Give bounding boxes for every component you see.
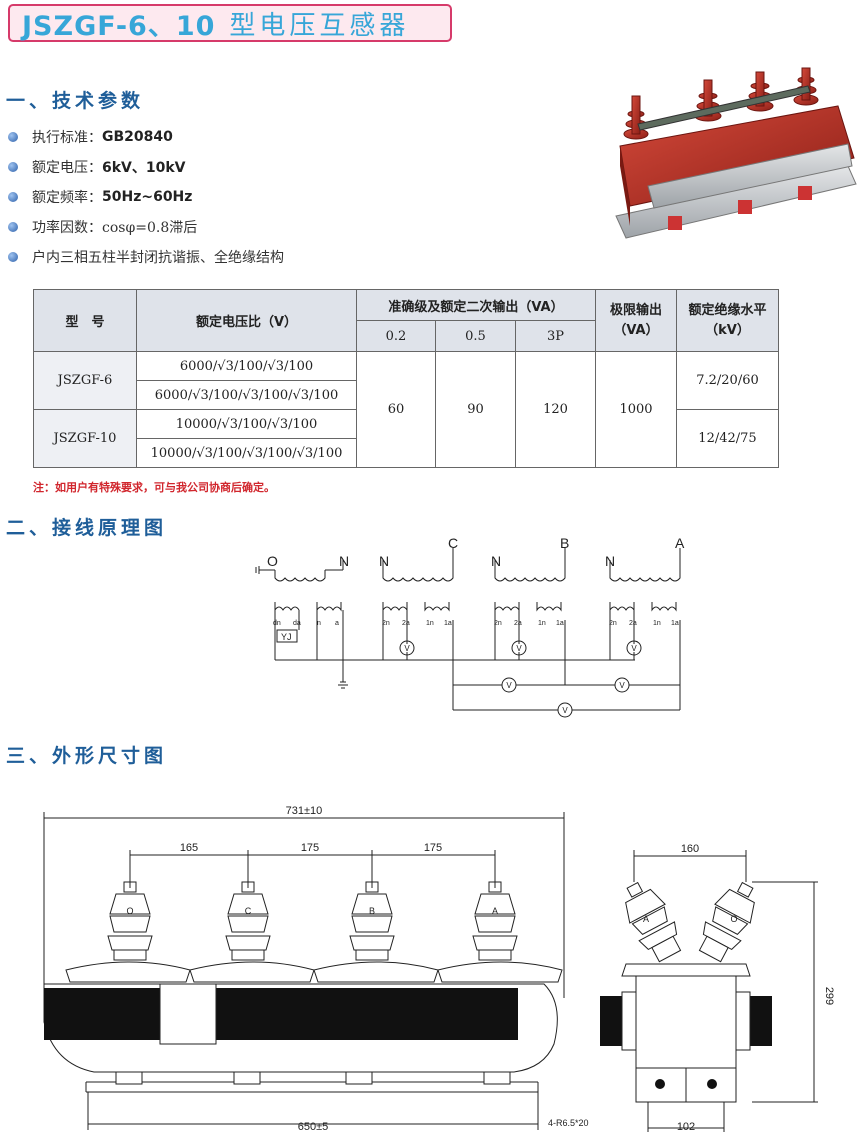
voltmeter-label: V xyxy=(631,644,637,653)
header-model: 型 号 xyxy=(33,289,137,352)
title-model: JSZGF-6、10 xyxy=(22,10,216,42)
param-item: 额定电压：6kV、10kV xyxy=(8,152,284,182)
dim-overall: 731±10 xyxy=(286,805,323,817)
dim-side-top: 160 xyxy=(681,843,699,855)
dim-side-base: 102 xyxy=(677,1121,695,1133)
voltmeter-label: V xyxy=(506,681,512,690)
insulation-cell: 7.2/20/60 xyxy=(676,351,779,410)
dim-holes: 4-R6.5*20 xyxy=(548,1118,589,1128)
secondary-label: 2n xyxy=(382,620,390,627)
secondary-label: 1a xyxy=(444,620,452,627)
ratio-cell: 10000/√3/100/√3/100 xyxy=(136,409,357,439)
spec-table: 型 号 额定电压比（V） 准确级及额定二次输出（VA） 极限输出（VA） 额定绝… xyxy=(33,289,779,468)
secondary-label: dn xyxy=(273,620,281,627)
section-outline: 三、外形尺寸图 xyxy=(6,745,168,767)
output-cell: 60 xyxy=(356,351,436,468)
terminal-label: O xyxy=(267,553,278,569)
phase-label: C xyxy=(245,906,252,916)
title-name: 型电压互感器 xyxy=(229,10,410,41)
output-cell: 120 xyxy=(515,351,596,468)
title-banner: JSZGF-6、10 型电压互感器 xyxy=(8,4,452,42)
side-view-drawing: 160 102 299 A O xyxy=(600,843,835,1133)
dim-spacing: 165 xyxy=(180,842,198,854)
secondary-label: 1n xyxy=(538,620,546,627)
header-ratio: 额定电压比（V） xyxy=(136,289,357,352)
dim-side-height: 299 xyxy=(823,987,835,1005)
header-class: 3P xyxy=(515,320,596,352)
ratio-cell: 6000/√3/100/√3/100 xyxy=(136,351,357,381)
table-note: 注：如用户有特殊要求，可与我公司协商后确定。 xyxy=(33,481,275,494)
dim-spacing: 175 xyxy=(301,842,319,854)
secondary-label: 1n xyxy=(653,620,661,627)
phase-label: A xyxy=(643,914,649,924)
bullet-icon xyxy=(8,192,18,202)
section-tech-params: 一、技术参数 xyxy=(6,90,145,112)
param-item: 额定频率：50Hz~60Hz xyxy=(8,182,284,212)
terminal-label: A xyxy=(675,535,685,551)
secondary-label: 2a xyxy=(514,620,522,627)
header-accuracy: 准确级及额定二次输出（VA） xyxy=(356,289,596,321)
param-item: 执行标准：GB20840 xyxy=(8,122,284,152)
bullet-icon xyxy=(8,222,18,232)
model-cell: JSZGF-10 xyxy=(33,409,137,468)
relay-label: YJ xyxy=(281,632,292,642)
secondary-label: 2n xyxy=(609,620,617,627)
voltmeter-label: V xyxy=(619,681,625,690)
section-wiring: 二、接线原理图 xyxy=(6,517,168,539)
dim-base: 650±5 xyxy=(298,1121,329,1133)
terminal-label: N xyxy=(379,553,389,569)
secondary-label: 2a xyxy=(402,620,410,627)
terminal-label: C xyxy=(448,535,458,551)
voltmeter-label: V xyxy=(404,644,410,653)
secondary-label: 1a xyxy=(671,620,679,627)
bullet-icon xyxy=(8,252,18,262)
terminal-label: N xyxy=(605,553,615,569)
terminal-label: N xyxy=(491,553,501,569)
header-insulation: 额定绝缘水平（kV） xyxy=(676,289,779,352)
bullet-icon xyxy=(8,132,18,142)
dim-spacing: 175 xyxy=(424,842,442,854)
secondary-label: 2n xyxy=(494,620,502,627)
voltmeter-label: V xyxy=(562,706,568,715)
params-list: 执行标准：GB20840 额定电压：6kV、10kV 额定频率：50Hz~60H… xyxy=(8,122,284,272)
ratio-cell: 6000/√3/100/√3/100/√3/100 xyxy=(136,380,357,410)
phase-label: B xyxy=(369,906,375,916)
product-photo xyxy=(615,67,857,239)
param-item: 户内三相五柱半封闭抗谐振、全绝缘结构 xyxy=(8,242,284,272)
header-limit: 极限输出（VA） xyxy=(595,289,677,352)
secondary-label: da xyxy=(293,620,301,627)
model-cell: JSZGF-6 xyxy=(33,351,137,410)
output-cell: 90 xyxy=(435,351,516,468)
phase-label: O xyxy=(126,906,133,916)
param-item: 功率因数：cosφ=0.8滞后 xyxy=(8,212,284,242)
voltmeter-label: V xyxy=(516,644,522,653)
limit-cell: 1000 xyxy=(595,351,677,468)
phase-label: O xyxy=(730,914,737,924)
bullet-icon xyxy=(8,162,18,172)
ratio-cell: 10000/√3/100/√3/100/√3/100 xyxy=(136,438,357,468)
secondary-label: 1a xyxy=(556,620,564,627)
secondary-label: n xyxy=(317,620,321,627)
secondary-label: 1n xyxy=(426,620,434,627)
wiring-diagram: O N N C N B N A dn da n a 2n 2a 1n 1a 2n… xyxy=(255,535,685,718)
secondary-label: 2a xyxy=(629,620,637,627)
header-class: 0.2 xyxy=(356,320,436,352)
terminal-label: B xyxy=(560,535,569,551)
secondary-label: a xyxy=(335,620,339,627)
terminal-label: N xyxy=(339,553,349,569)
front-view-drawing: 731±10 165 175 175 650±5 O C B A 4-R6.5*… xyxy=(43,805,589,1133)
phase-label: A xyxy=(492,906,498,916)
header-class: 0.5 xyxy=(435,320,516,352)
insulation-cell: 12/42/75 xyxy=(676,409,779,468)
